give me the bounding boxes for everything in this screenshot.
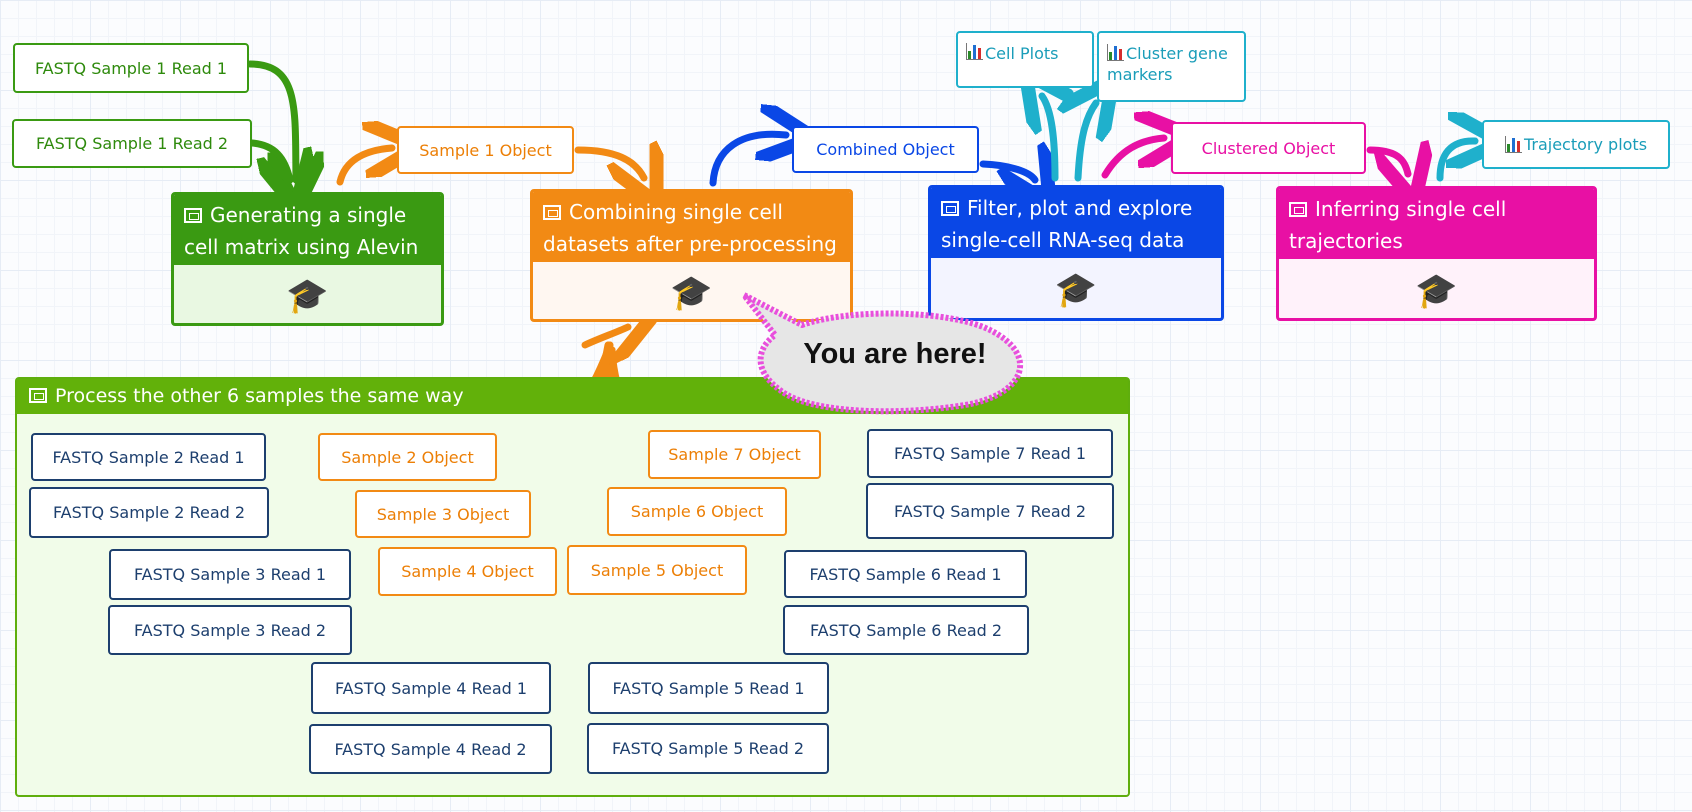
tutorial-title: Inferring single cell trajectories bbox=[1289, 197, 1507, 253]
graduation-cap-icon: 🎓 bbox=[670, 273, 713, 313]
sample6-object[interactable]: Sample 6 Object bbox=[607, 487, 787, 536]
frame-icon bbox=[941, 201, 959, 216]
frame-icon bbox=[184, 208, 202, 223]
sample1-object[interactable]: Sample 1 Object bbox=[397, 126, 574, 174]
callout-text: You are here! bbox=[803, 338, 987, 370]
fastq-sample3-read2[interactable]: FASTQ Sample 3 Read 2 bbox=[108, 605, 352, 655]
arrow-filter-to-clustered bbox=[1101, 138, 1164, 179]
arrow-alevin-to-sample1 bbox=[336, 148, 392, 186]
arrow-sample1-to-combining bbox=[574, 150, 644, 178]
tutorial-card-alevin[interactable]: Generating a single cell matrix using Al… bbox=[171, 192, 444, 326]
fastq-sample7-read1[interactable]: FASTQ Sample 7 Read 1 bbox=[867, 429, 1113, 478]
frame-icon bbox=[1289, 202, 1307, 217]
tutorial-card-inferring[interactable]: Inferring single cell trajectories 🎓 bbox=[1276, 186, 1597, 321]
arrow-fastq-r2-to-alevin bbox=[248, 139, 290, 180]
arrow-inferring-to-trajectory bbox=[1436, 141, 1475, 182]
group-title: Process the other 6 samples the same way bbox=[55, 385, 464, 407]
fastq-sample5-read2[interactable]: FASTQ Sample 5 Read 2 bbox=[587, 723, 829, 774]
cluster-gene-markers[interactable]: Cluster gene markers bbox=[1097, 31, 1246, 102]
arrow-combined-to-filter bbox=[979, 164, 1035, 180]
trajectory-plots-label: Trajectory plots bbox=[1523, 135, 1648, 154]
fastq-sample1-read2[interactable]: FASTQ Sample 1 Read 2 bbox=[12, 119, 252, 168]
sample2-object[interactable]: Sample 2 Object bbox=[318, 433, 497, 481]
fastq-sample1-read1[interactable]: FASTQ Sample 1 Read 1 bbox=[13, 43, 249, 93]
fastq-sample2-read1[interactable]: FASTQ Sample 2 Read 1 bbox=[31, 433, 266, 481]
graduation-cap-icon: 🎓 bbox=[1054, 270, 1098, 310]
bar-chart-icon bbox=[1107, 44, 1124, 61]
tutorial-title: Filter, plot and explore single-cell RNA… bbox=[941, 196, 1193, 252]
frame-icon bbox=[543, 205, 561, 220]
arrow-combining-to-combined bbox=[709, 134, 786, 187]
fastq-sample5-read1[interactable]: FASTQ Sample 5 Read 1 bbox=[588, 662, 829, 714]
trajectory-plots[interactable]: Trajectory plots bbox=[1482, 120, 1670, 169]
cluster-gene-markers-label: Cluster gene markers bbox=[1107, 44, 1228, 84]
fastq-sample4-read2[interactable]: FASTQ Sample 4 Read 2 bbox=[309, 724, 552, 774]
fastq-sample6-read2[interactable]: FASTQ Sample 6 Read 2 bbox=[783, 605, 1029, 655]
cell-plots-label: Cell Plots bbox=[985, 44, 1059, 63]
arrow-filter-to-cellplots bbox=[1042, 96, 1055, 182]
combined-object[interactable]: Combined Object bbox=[792, 126, 979, 173]
tutorial-title: Combining single cell datasets after pre… bbox=[543, 200, 837, 256]
fastq-sample3-read1[interactable]: FASTQ Sample 3 Read 1 bbox=[109, 549, 351, 600]
graduation-cap-icon: 🎓 bbox=[286, 276, 329, 316]
fastq-sample7-read2[interactable]: FASTQ Sample 7 Read 2 bbox=[866, 483, 1114, 539]
sample3-object[interactable]: Sample 3 Object bbox=[355, 490, 531, 538]
bar-chart-icon bbox=[1504, 136, 1522, 153]
bar-chart-icon bbox=[966, 43, 983, 60]
tutorial-title: Generating a single cell matrix using Al… bbox=[184, 203, 419, 259]
sample5-object[interactable]: Sample 5 Object bbox=[567, 545, 747, 595]
arrow-clustered-to-inferring bbox=[1366, 150, 1408, 174]
sample4-object[interactable]: Sample 4 Object bbox=[378, 547, 557, 596]
clustered-object[interactable]: Clustered Object bbox=[1171, 122, 1366, 174]
arrow-group-to-combining bbox=[581, 327, 628, 345]
fastq-sample4-read1[interactable]: FASTQ Sample 4 Read 1 bbox=[311, 662, 551, 714]
sample7-object[interactable]: Sample 7 Object bbox=[648, 430, 821, 479]
graduation-cap-icon: 🎓 bbox=[1415, 271, 1458, 311]
fastq-sample6-read1[interactable]: FASTQ Sample 6 Read 1 bbox=[784, 550, 1027, 598]
arrow-filter-to-markers bbox=[1078, 103, 1096, 182]
you-are-here-bubble bbox=[741, 292, 1023, 415]
fastq-sample2-read2[interactable]: FASTQ Sample 2 Read 2 bbox=[29, 487, 269, 538]
arrow-fastq-r1-to-alevin bbox=[246, 60, 296, 180]
tutorial-card-filter[interactable]: Filter, plot and explore single-cell RNA… bbox=[928, 185, 1224, 321]
frame-icon bbox=[29, 388, 47, 403]
tutorial-card-combining[interactable]: Combining single cell datasets after pre… bbox=[530, 189, 853, 322]
cell-plots[interactable]: Cell Plots bbox=[956, 31, 1094, 88]
